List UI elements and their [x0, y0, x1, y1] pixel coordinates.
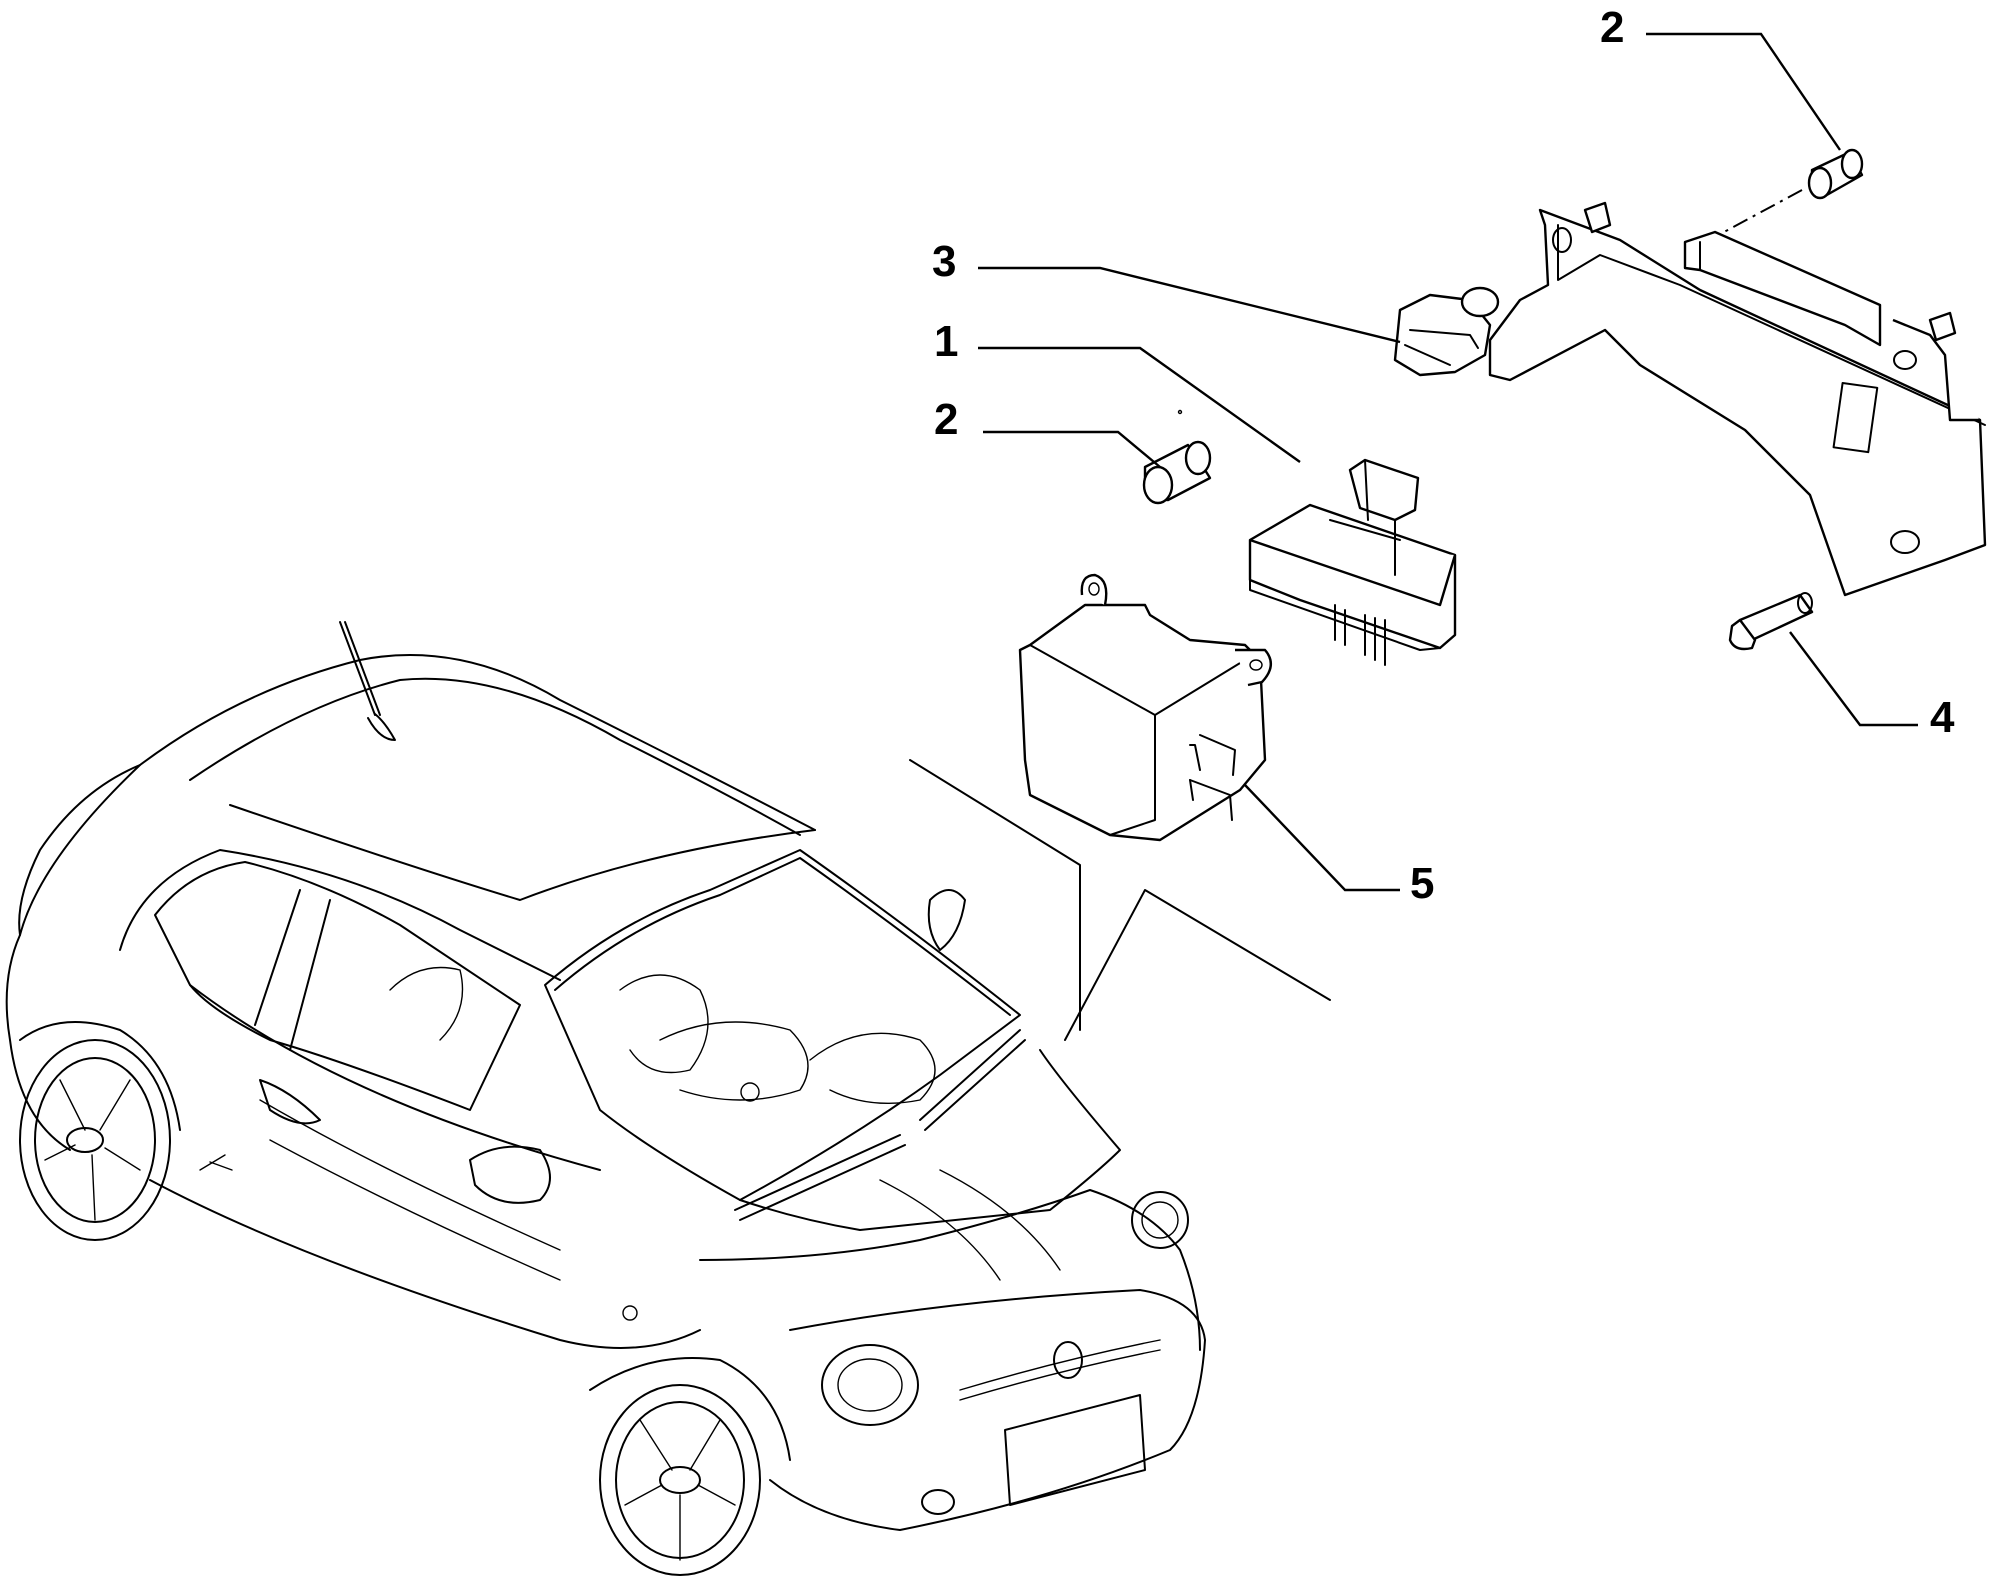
callout-2-lower: 2: [934, 395, 959, 444]
leader-3: [978, 266, 1401, 344]
box-part-5: [1018, 573, 1272, 842]
bracket: [1393, 201, 1987, 597]
leader-2-upper: [1646, 32, 1841, 151]
bushing-part-2-upper: [1699, 148, 1864, 246]
callout-2-upper: 2: [1600, 3, 1625, 52]
callout-1: 1: [934, 317, 959, 366]
leader-1: [978, 346, 1301, 463]
bolt-part-4: [1728, 592, 1814, 651]
car-drawing: [5, 621, 1331, 1576]
rear-wheel: [19, 1039, 171, 1241]
leader-lines: [978, 32, 1918, 892]
leader-5: [1244, 784, 1400, 892]
callout-3: 3: [932, 237, 957, 286]
front-wheel: [599, 1384, 761, 1576]
leader-4: [1789, 631, 1918, 727]
callout-5: 5: [1410, 859, 1435, 908]
bushing-part-2-lower: [1142, 440, 1212, 505]
leader-2-lower: [983, 430, 1161, 468]
relay-part-1: [1177, 409, 1457, 666]
callout-4: 4: [1930, 693, 1955, 742]
